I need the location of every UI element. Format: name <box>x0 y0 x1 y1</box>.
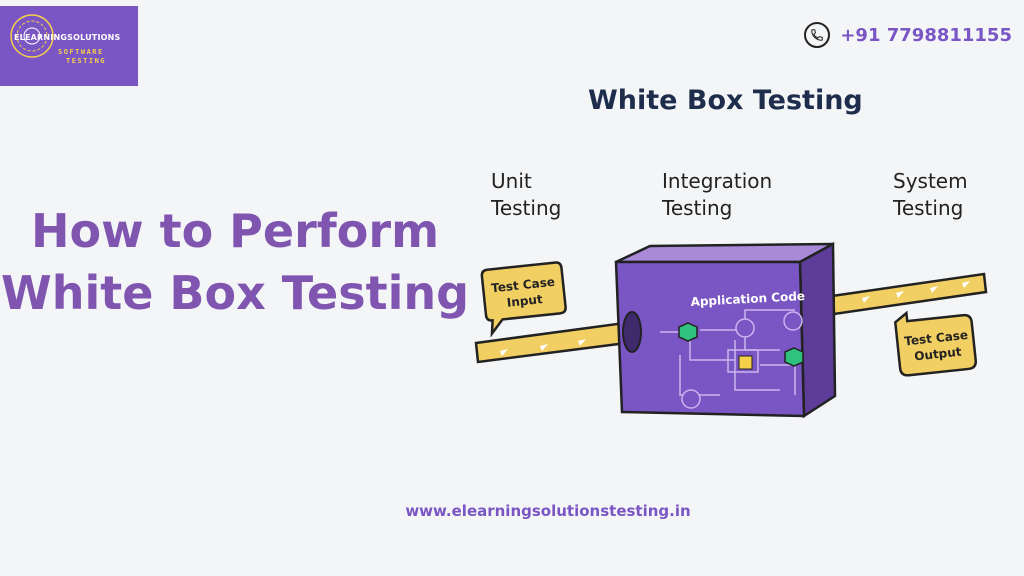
output-pipe <box>830 272 988 316</box>
output-callout: Test Case Output <box>893 310 978 377</box>
output-label-line-1: Test Case <box>904 328 969 349</box>
level-label: Testing <box>893 196 964 220</box>
contact-phone[interactable]: +91 7798811155 <box>804 22 1012 48</box>
brand-logo[interactable]: ELEARNINGSOLUTIONS SOFTWARE TESTING <box>0 6 138 86</box>
application-code-box <box>614 241 837 419</box>
level-system-testing: System Testing <box>893 168 968 222</box>
output-label-line-2: Output <box>914 345 963 364</box>
brand-subtitle-1: SOFTWARE <box>58 48 104 56</box>
main-heading-line-1: How to Perform <box>30 204 440 258</box>
website-link[interactable]: www.elearningsolutionstesting.in <box>405 502 691 520</box>
input-pipe <box>474 320 636 364</box>
level-label: System <box>893 169 968 193</box>
level-label: Unit <box>491 169 532 193</box>
diagram-title: White Box Testing <box>588 85 863 116</box>
phone-icon <box>804 22 831 48</box>
brand-name: ELEARNINGSOLUTIONS <box>14 33 121 42</box>
input-callout: Test Case Input <box>480 261 567 338</box>
level-label: Testing <box>662 196 733 220</box>
input-label-line-2: Input <box>506 292 543 310</box>
level-unit-testing: Unit Testing <box>491 168 561 222</box>
phone-number[interactable]: +91 7798811155 <box>840 24 1012 46</box>
main-heading: How to Perform White Box Testing <box>0 200 470 324</box>
box-label: Application Code <box>690 289 805 309</box>
brand-subtitle-2: TESTING <box>66 57 107 65</box>
level-label: Testing <box>491 196 562 220</box>
main-heading-line-2: White Box Testing <box>0 266 470 321</box>
level-label: Integration <box>662 169 773 193</box>
input-label-line-1: Test Case <box>491 275 556 296</box>
level-integration-testing: Integration Testing <box>662 168 772 222</box>
logo-emblem-icon <box>10 14 54 58</box>
